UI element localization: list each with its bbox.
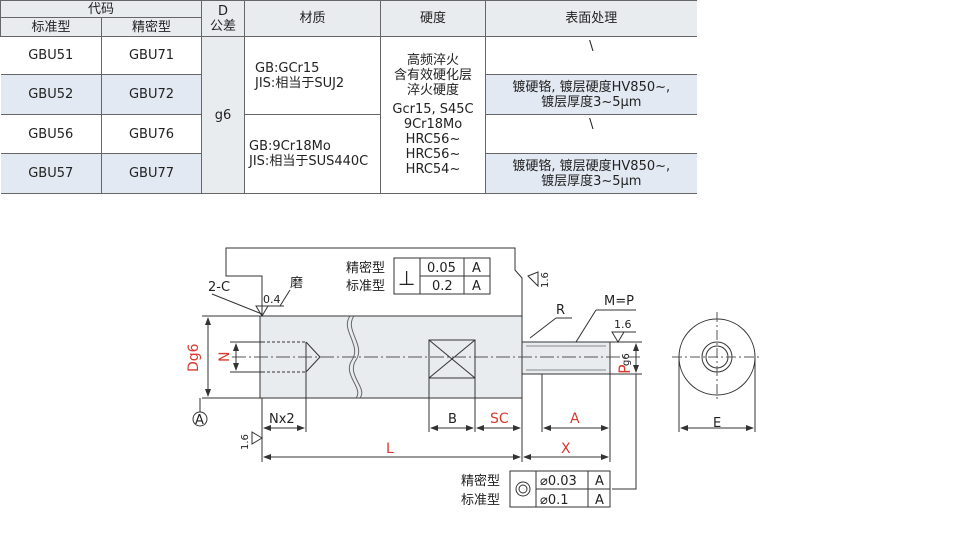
row3-standard: GBU56 [0,114,102,154]
surface-row4: 镀硬铬, 镀层硬度HV850~, 镀层厚度3~5μm [485,153,697,194]
hardness-line: 含有效硬化层 [394,68,473,83]
row4-standard: GBU57 [0,153,102,194]
label-roughness-left: 1.6 [240,434,251,450]
header-d-tolerance: D 公差 [201,0,246,37]
tol-bottom-precision-label: 精密型 [461,473,500,489]
surface-row2: 镀硬铬, 镀层硬度HV850~, 镀层厚度3~5μm [485,74,697,115]
hardness-line: HRC54~ [405,162,461,177]
hardness-line: 高频淬火 [407,53,460,68]
tol-bottom-standard-value: ⌀0.1 [540,493,569,508]
label-grind: 磨 [290,276,303,291]
tol-top-standard-label: 标准型 [346,279,385,294]
tolerance-value: g6 [201,36,246,194]
hardness-line: 淬火硬度 [407,83,460,98]
label-chamfer: 2-C [208,280,230,295]
datum-a-symbol [192,411,208,427]
tol-top-precision-label: 精密型 [346,260,385,276]
label-m-eq-p: M=P [604,294,634,309]
label-datum-a: A [195,413,204,428]
technical-drawing: 精密型 标准型 ⊥ 0.05 0.2 A A 精密型 标准型 ⌀0.03 ⌀0.… [186,247,762,508]
tol-bottom-precision-value: ⌀0.03 [540,474,577,489]
break-line [351,315,363,399]
label-n: N [217,352,233,362]
label-l: L [386,441,394,457]
row3-precision: GBU76 [101,114,203,154]
row1-standard: GBU51 [0,36,102,75]
header-tolerance: 公差 [210,18,237,34]
hardness-line: 9Cr18Mo [403,117,463,132]
tol-top-standard-value: 0.2 [432,279,453,294]
label-sc: SC [490,411,509,427]
row1-precision: GBU71 [101,36,203,75]
label-b: B [448,412,457,427]
row2-precision: GBU72 [101,74,203,115]
header-standard: 标准型 [0,17,102,37]
hardness-line: Gcr15, S45C [392,102,474,117]
label-nx2: Nx2 [269,412,295,427]
header-surface: 表面处理 [485,0,697,37]
tol-top-datum: A [472,261,481,276]
material-2: GB:9Cr18Mo JIS:相当于SUS440C [244,114,382,194]
perpendicular-icon: ⊥ [398,266,415,290]
roughness-symbol [251,431,263,445]
tol-bottom-datum-2: A [595,493,604,508]
label-g6: g6 [621,353,632,366]
spec-table: 代码 D 公差 材质 硬度 表面处理 标准型 精密型 GBU51 GBU71 g… [0,0,697,194]
break-line [347,315,359,399]
thread-end [521,341,611,375]
material-1: GB:GCr15 JIS:相当于SUJ2 [244,36,382,115]
roughness-symbol [527,271,539,288]
tol-bottom-standard-label: 标准型 [461,493,500,508]
label-grind-roughness: 0.4 [263,293,281,306]
wrench-flat [428,339,476,379]
tol-bottom-datum: A [595,474,604,489]
row2-standard: GBU52 [0,74,102,115]
row4-precision: GBU77 [101,153,203,194]
hardness-line: HRC56~ [405,132,461,147]
label-radius: R [556,303,565,318]
label-p: P [615,364,634,374]
surface-row3: \ [485,114,697,154]
label-e: E [713,416,721,431]
hardness-cell: 高频淬火 含有效硬化层 淬火硬度 Gcr15, S45C 9Cr18Mo HRC… [380,36,487,194]
tol-top-datum-2: A [472,279,481,294]
header-d: D [218,3,229,19]
surface-row1: \ [485,36,697,75]
tol-top-precision-value: 0.05 [427,261,456,276]
label-roughness-right: 1.6 [540,272,551,288]
label-x: X [561,441,571,457]
label-dg6: Dg6 [186,343,202,372]
hardness-line: HRC56~ [405,147,461,162]
label-a: A [570,411,580,427]
roughness-symbol [611,331,625,343]
label-roughness-thread: 1.6 [614,318,632,331]
header-precision: 精密型 [100,17,203,37]
header-hardness: 硬度 [380,0,487,37]
header-code: 代码 [0,0,203,18]
header-material: 材质 [244,0,382,37]
